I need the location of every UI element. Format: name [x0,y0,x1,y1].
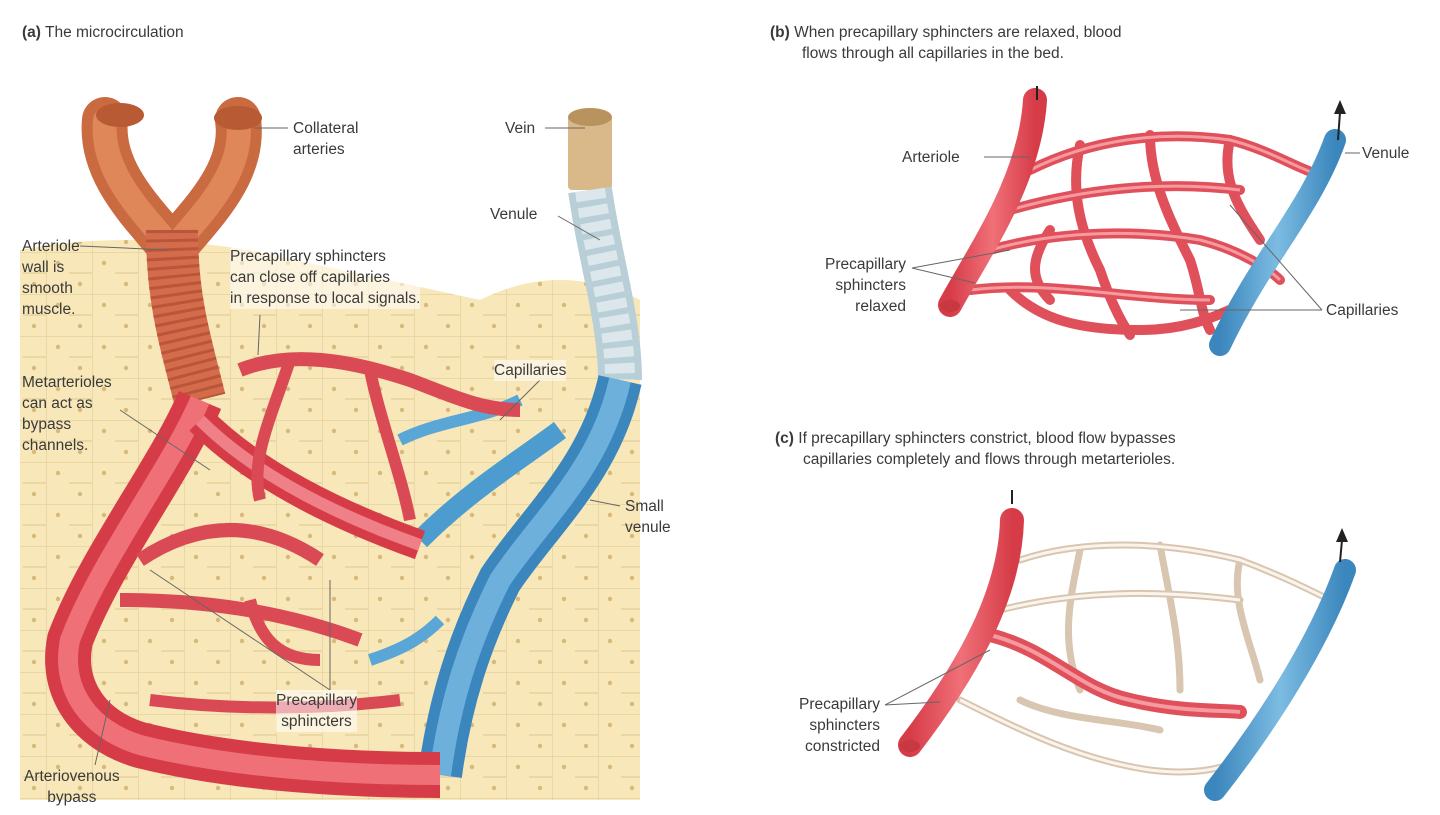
inactive-capillaries-inner-c [959,543,1331,774]
venule-b [1209,129,1346,356]
flow-arrow-out-b [1337,111,1341,141]
panel-c-art [884,490,1356,801]
collateral-arteries [81,97,262,407]
panel-b-title: (b) When precapillary sphincters are rel… [770,24,1122,62]
label-precap-note: Precapillary sphincters can close off ca… [230,246,421,309]
panel-c-title: (c) If precapillary sphincters constrict… [775,430,1176,468]
label-venule-a: Venule [490,206,538,223]
arteriole-c [898,508,1024,757]
pointer-lines-c [884,649,991,706]
pointer-lines-b [911,152,1360,311]
flow-arrow-out-c [1339,539,1343,563]
arteriole-b [938,88,1047,317]
vein-venule-a [568,108,642,381]
label-capillaries-a: Capillaries [494,360,567,381]
panel-a-title: (a) The microcirculation [22,24,184,41]
label-venule-b: Venule [1362,145,1410,162]
panel-a-art [20,97,642,800]
panel-b-art [911,86,1360,356]
label-arteriole-b: Arteriole [902,149,960,166]
label-precap-sphincters-a: Precapillary sphincters [276,690,357,732]
label-av-bypass: Arteriovenous bypass [24,768,120,806]
pointer-lines-a [79,127,621,766]
label-precap-constricted: Precapillary sphincters constricted [799,696,880,755]
inactive-capillaries-c [956,541,1334,776]
label-vein: Vein [505,120,536,137]
label-capillaries-b: Capillaries [1326,302,1399,319]
label-metarterioles: Metarterioles can act as bypass channels… [22,374,112,454]
label-precap-relaxed: Precapillary sphincters relaxed [825,256,906,315]
label-arteriole-wall: Arteriole wall is smooth muscle. [22,238,80,318]
venule-c [1204,559,1356,801]
label-collateral-arteries: Collateral arteries [293,120,359,158]
label-small-venule: Small venule [625,498,671,536]
